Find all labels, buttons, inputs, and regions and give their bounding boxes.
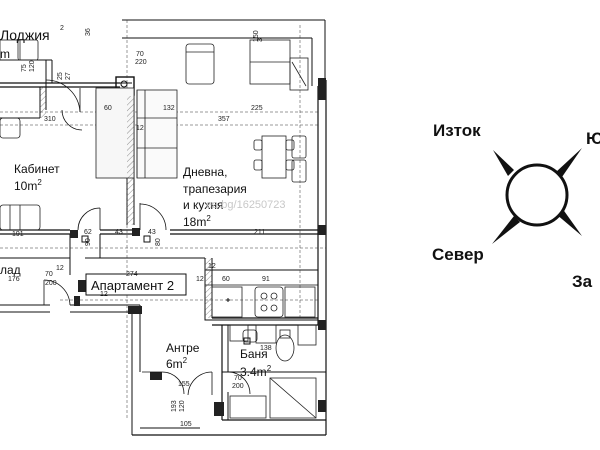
loggia-label: Лоджия [0, 27, 50, 43]
hall-area: 6m2 [166, 356, 188, 371]
hall-area-sup: 2 [183, 356, 188, 365]
dim-43b: 43 [148, 229, 156, 236]
loggia-area: m [0, 47, 10, 61]
cabinet-area: 10m2 [14, 178, 42, 193]
compass: Изток Ю Север За [432, 121, 600, 291]
bath-area-value: 3.4m [240, 365, 267, 379]
dim-211: 211 [254, 229, 265, 236]
dim-191: 191 [12, 231, 24, 238]
dim-193: 193 [171, 400, 178, 412]
dim-90: 90 [85, 238, 92, 246]
dim-60: 60 [104, 105, 112, 112]
compass-arrow-se [556, 208, 582, 236]
dim-12a: 12 [136, 125, 144, 132]
cabinet-area-sup: 2 [37, 178, 42, 187]
bath-area-sup: 2 [267, 364, 272, 373]
dim-75: 75 [21, 64, 28, 72]
room-labels: Лоджия m Кабинет 10m2 Дневна, трапезария… [0, 27, 272, 379]
watermark: ea.bg/16250723 [206, 199, 286, 211]
dim-105: 105 [180, 421, 192, 428]
dim-150: 150 [253, 30, 260, 42]
dim-43a: 43 [115, 229, 123, 236]
walls [0, 19, 327, 436]
apartment-label: Апартамент 2 [91, 278, 174, 293]
dim-12b: 12 [208, 263, 216, 270]
compass-arrow-sw [492, 216, 520, 244]
dim-220a: 220 [135, 59, 147, 66]
dim-12c: 12 [56, 265, 64, 272]
wall-hatch [40, 87, 46, 118]
living-area-sup: 2 [206, 214, 211, 223]
wall-hatch [127, 96, 134, 225]
apartment-label-box: Апартамент 2 [85, 273, 187, 296]
dim-62: 62 [84, 229, 92, 236]
dim-3: 3 [257, 38, 264, 42]
partial-room-label: лад [0, 263, 21, 277]
dim-120b: 120 [179, 400, 186, 412]
living-label-line3: и кухня [183, 198, 224, 212]
doors [43, 79, 251, 396]
compass-east-label: Изток [433, 121, 481, 140]
compass-circle [505, 163, 569, 227]
hall-label: Антре [166, 341, 200, 355]
bath-label: Баня [240, 347, 268, 361]
symbols [81, 80, 251, 345]
dim-120: 120 [29, 60, 36, 72]
dimension-labels: 36 2 70 220 150 3 75 120 25 27 310 132 3… [8, 25, 272, 428]
dim-138: 138 [260, 345, 272, 352]
compass-west-label: За [572, 272, 593, 291]
dim-310: 310 [44, 116, 56, 123]
compass-south-label: Ю [586, 129, 600, 148]
dim-132: 132 [163, 105, 175, 112]
living-area-value: 18m [183, 215, 206, 229]
dim-225: 225 [251, 105, 263, 112]
dim-80: 80 [155, 238, 162, 246]
dim-2: 2 [60, 25, 64, 32]
dim-27: 27 [65, 72, 72, 80]
dim-25: 25 [57, 72, 64, 80]
compass-arrow-ne [556, 148, 582, 177]
dim-36: 36 [85, 28, 92, 36]
dim-176: 176 [8, 276, 20, 283]
dim-200b: 200 [232, 383, 244, 390]
dim-12d: 12 [196, 276, 204, 283]
dim-91: 91 [262, 276, 270, 283]
cabinet-label: Кабинет [14, 162, 60, 176]
bath-area: 3.4m2 [240, 364, 272, 379]
living-label-line1: Дневна, [183, 165, 227, 179]
dim-60b: 60 [222, 276, 230, 283]
dim-12e: 12 [100, 291, 108, 298]
wall-hatch [205, 258, 212, 318]
living-area: 18m2 [183, 214, 211, 229]
dim-357: 357 [218, 116, 230, 123]
hall-area-value: 6m [166, 357, 183, 371]
living-label-line2: трапезария [183, 182, 247, 196]
dim-70c: 70 [234, 375, 242, 382]
dim-274: 274 [126, 271, 138, 278]
dim-70a: 70 [136, 51, 144, 58]
dim-200a: 200 [45, 280, 57, 287]
dim-155: 155 [178, 381, 190, 388]
cabinet-area-value: 10m [14, 179, 37, 193]
compass-north-label: Север [432, 245, 484, 264]
compass-arrow-nw [493, 150, 514, 176]
dim-70b: 70 [45, 271, 53, 278]
furniture [0, 39, 317, 419]
